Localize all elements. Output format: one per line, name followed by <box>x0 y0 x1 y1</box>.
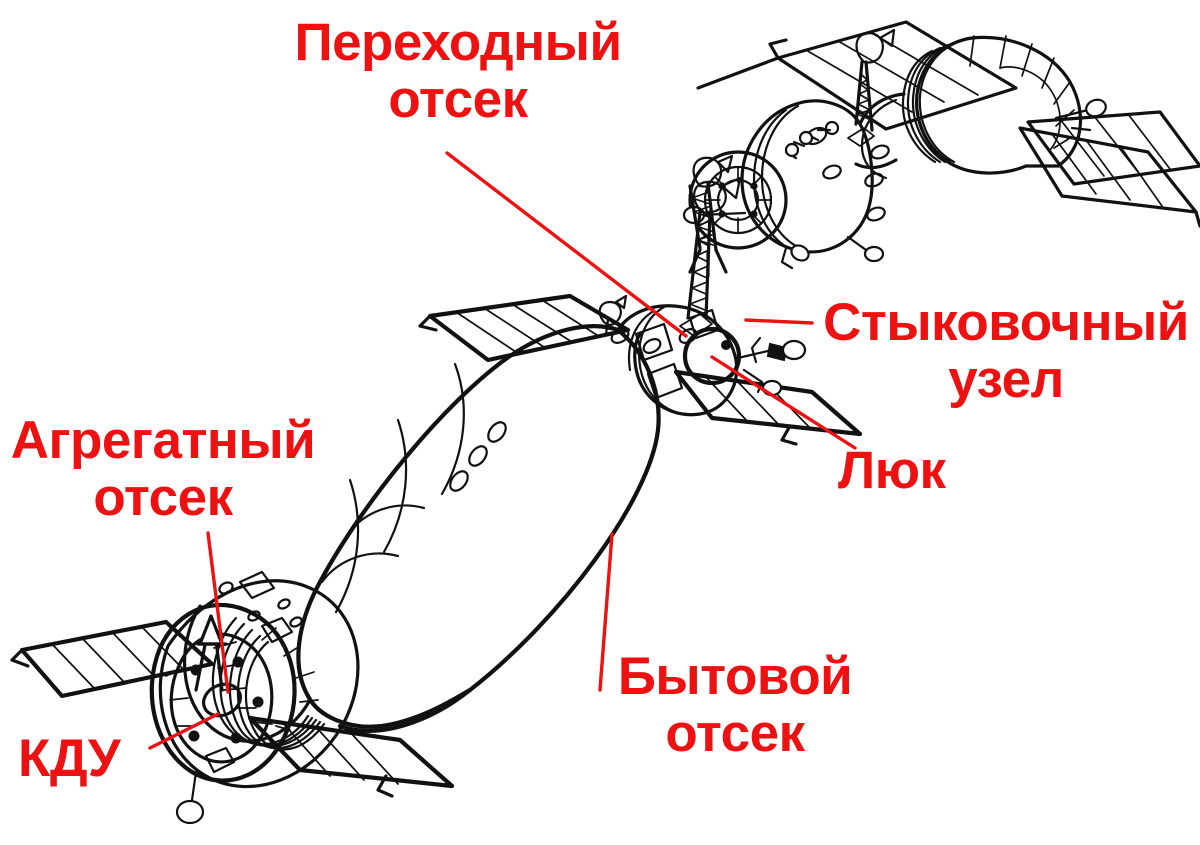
leader-agregatnyy-otsek <box>206 531 230 694</box>
secondary-solar-panel-lower-right <box>1018 126 1200 228</box>
label-propulsion-unit: КДУ <box>18 729 121 788</box>
leader-lyuk <box>710 355 857 450</box>
label-instrument-compartment: Агрегатный отсек <box>10 411 316 528</box>
label-living-compartment: Бытовой отсек <box>617 647 853 764</box>
leader-bytovoy-otsek <box>598 532 614 692</box>
secondary-whip-antennas <box>682 98 1107 270</box>
main-propulsion-unit <box>149 602 297 825</box>
label-transfer-compartment: Переходный отсек <box>294 13 622 130</box>
leader-kdu <box>148 712 220 750</box>
main-living-compartment <box>158 324 661 789</box>
secondary-spacecraft-drawing <box>682 20 1200 278</box>
main-antenna-mast <box>679 176 742 337</box>
secondary-service-module <box>901 35 1083 175</box>
secondary-transfer-section <box>854 92 906 180</box>
main-instrument-compartment <box>183 570 326 751</box>
label-hatch: Люк <box>838 441 946 500</box>
label-docking-port: Стыковочный узел <box>823 293 1189 410</box>
main-spacecraft-drawing <box>10 176 863 825</box>
main-solar-panel-aft-right <box>247 715 455 798</box>
main-transfer-compartment <box>598 294 807 417</box>
main-solar-panel-lower-left <box>10 619 215 699</box>
leader-stykovochnyy-uzel <box>744 318 814 325</box>
leader-lines <box>148 151 857 750</box>
leader-perehodnyy-otsek <box>445 151 688 338</box>
secondary-antenna-mast <box>847 28 896 147</box>
